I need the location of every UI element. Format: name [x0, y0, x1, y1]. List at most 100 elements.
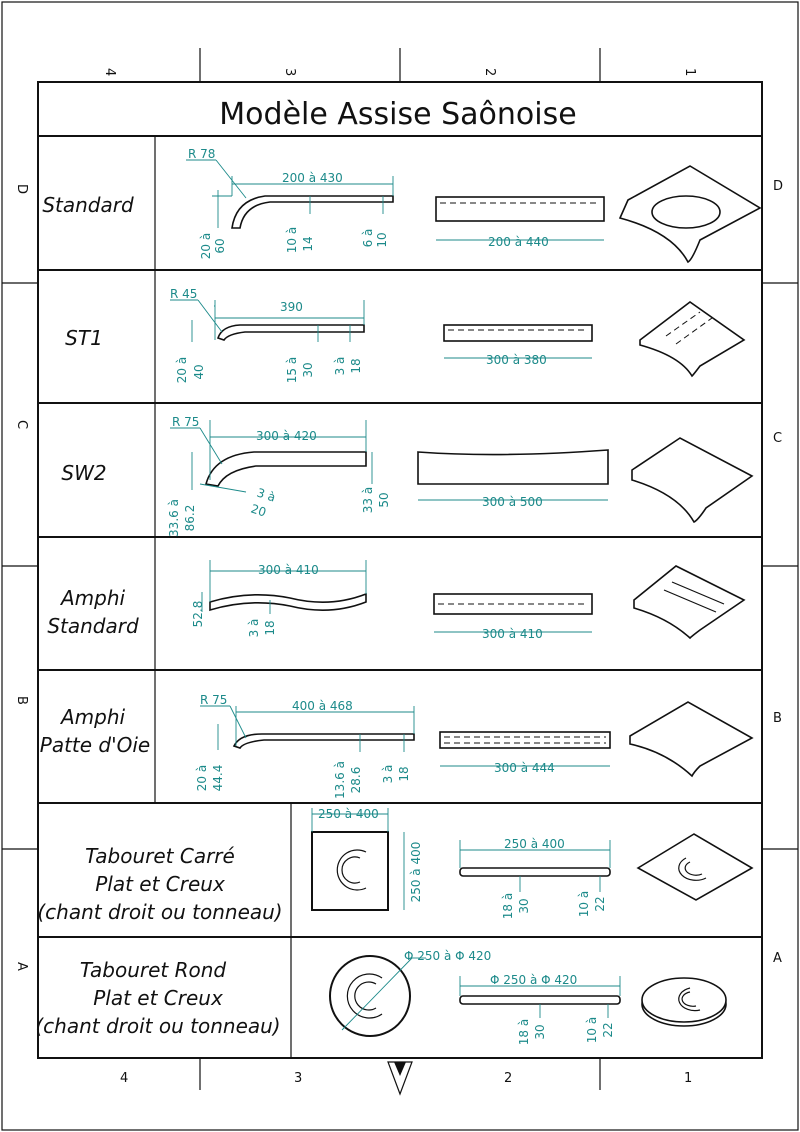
patte-h3a: 3 à — [381, 765, 395, 784]
amphi-iso-view — [633, 565, 746, 640]
patte-h2a: 13.6 à — [333, 761, 347, 799]
carre-side-dim: 250 à 400 — [409, 842, 423, 903]
zone-bottom-2: 2 — [504, 1071, 512, 1086]
patte-h2b: 28.6 — [349, 767, 363, 794]
patte-h1a: 20 à — [195, 765, 209, 791]
sw2-length: 300 à 420 — [256, 429, 317, 443]
rond-profile — [459, 976, 621, 1018]
row-label-amphi-2: Amphi — [59, 705, 126, 729]
patte-profile — [200, 705, 415, 752]
sw2-h3a: 33 à — [361, 487, 375, 513]
sw2-h2b: 20 — [249, 502, 268, 520]
sw2-h3b: 50 — [377, 492, 391, 507]
row-label-amphi: Amphi — [59, 586, 126, 610]
patte-h1b: 44.4 — [211, 765, 225, 792]
standard-profile — [186, 159, 394, 229]
patte-width: 300 à 444 — [494, 761, 555, 775]
zone-top-4: 4 — [102, 68, 117, 76]
rond-length: Φ 250 à Φ 420 — [490, 973, 577, 987]
standard-length: 200 à 430 — [282, 171, 343, 185]
amphi-top-view — [433, 593, 593, 633]
zone-right-C: C — [773, 431, 782, 446]
standard-top-view — [435, 196, 605, 241]
row-label-amphi-standard: Standard — [47, 614, 139, 638]
zone-top-1: 1 — [682, 68, 697, 76]
st1-iso-view — [639, 301, 746, 378]
standard-h2b: 14 — [301, 236, 315, 251]
standard-h3a: 6 à — [361, 229, 375, 248]
st1-radius: R 45 — [170, 287, 197, 301]
rond-h1b: 30 — [533, 1024, 547, 1039]
row-label-chant: (chant droit ou tonneau) — [37, 900, 282, 924]
amphi-profile — [201, 560, 367, 614]
zone-bottom-1: 1 — [684, 1071, 692, 1086]
rond-diam: Φ 250 à Φ 420 — [404, 949, 491, 963]
carre-iso-view — [636, 833, 754, 901]
sw2-profile — [170, 420, 373, 493]
carre-top-view — [311, 808, 405, 911]
st1-h1b: 40 — [192, 364, 206, 379]
sw2-top-view — [417, 449, 609, 501]
sw2-h1a: 33.6 à — [167, 499, 181, 537]
st1-h3a: 3 à — [333, 357, 347, 376]
row-label-patte-doie: Patte d'Oie — [40, 733, 150, 757]
patte-h3b: 18 — [397, 766, 411, 781]
row-label-sw2: SW2 — [61, 461, 106, 485]
carre-h1b: 30 — [517, 898, 531, 913]
row-label-chant-2: (chant droit ou tonneau) — [35, 1014, 280, 1038]
rond-h2a: 10 à — [585, 1017, 599, 1043]
patte-length: 400 à 468 — [292, 699, 353, 713]
sw2-h2a: 3 à — [255, 486, 277, 505]
row-label-tabouret-carre: Tabouret Carré — [85, 844, 235, 868]
st1-length: 390 — [280, 300, 303, 314]
carre-length: 250 à 400 — [504, 837, 565, 851]
standard-h1b: 60 — [213, 238, 227, 253]
st1-h2a: 15 à — [285, 357, 299, 383]
patte-radius: R 75 — [200, 693, 227, 707]
rond-h2b: 22 — [601, 1022, 615, 1037]
zone-right-B: B — [773, 711, 782, 726]
zone-bottom-4: 4 — [120, 1071, 128, 1086]
standard-radius: R 78 — [188, 147, 215, 161]
row-label-plat-creux: Plat et Creux — [95, 872, 225, 896]
st1-h3b: 18 — [349, 358, 363, 373]
zone-left-A: A — [14, 962, 29, 971]
amphi-width: 300 à 410 — [482, 627, 543, 641]
rond-h1a: 18 à — [517, 1019, 531, 1045]
zone-bottom-3: 3 — [294, 1071, 302, 1086]
zone-ticks — [2, 48, 798, 1090]
carre-h2b: 22 — [593, 896, 607, 911]
sw2-width: 300 à 500 — [482, 495, 543, 509]
zone-left-D: D — [14, 184, 29, 194]
zone-left-C: C — [14, 420, 29, 429]
st1-h1a: 20 à — [175, 357, 189, 383]
amphi-h1: 52.8 — [191, 601, 205, 628]
sw2-radius: R 75 — [172, 415, 199, 429]
centering-mark-fill-icon — [394, 1062, 406, 1076]
standard-iso-view — [618, 165, 762, 264]
rond-iso-view — [641, 977, 727, 1027]
zone-right-A: A — [773, 951, 782, 966]
carre-top-dim: 250 à 400 — [318, 807, 379, 821]
st1-top-view — [443, 324, 593, 359]
amphi-h2b: 18 — [263, 620, 277, 635]
carre-profile — [459, 840, 611, 892]
standard-h2a: 10 à — [285, 227, 299, 253]
row-label-tabouret-rond: Tabouret Rond — [80, 958, 227, 982]
patte-top-view — [439, 731, 611, 767]
standard-h3b: 10 — [375, 232, 389, 247]
carre-h2a: 10 à — [577, 891, 591, 917]
zone-top-3: 3 — [282, 68, 297, 76]
st1-width: 300 à 380 — [486, 353, 547, 367]
zone-left-B: B — [14, 696, 29, 705]
zone-top-2: 2 — [482, 68, 497, 76]
standard-h1a: 20 à — [199, 233, 213, 259]
table-grid — [38, 136, 762, 1058]
st1-profile — [170, 299, 365, 342]
row-label-st1: ST1 — [65, 326, 103, 350]
sw2-h1b: 86.2 — [183, 505, 197, 532]
carre-h1a: 18 à — [501, 893, 515, 919]
row-label-plat-creux-2: Plat et Creux — [93, 986, 223, 1010]
drawing-title: Modèle Assise Saônoise — [219, 97, 576, 132]
